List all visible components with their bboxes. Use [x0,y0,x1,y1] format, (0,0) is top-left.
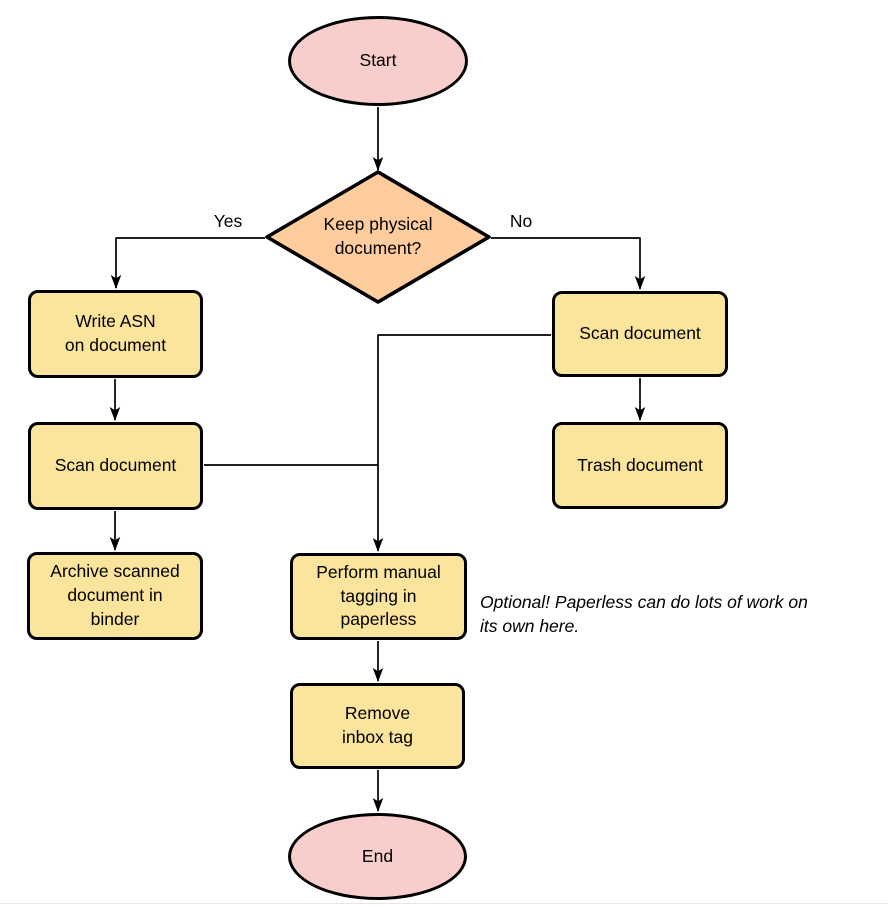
node-manual-tagging: Perform manual tagging in paperless [290,553,467,640]
node-archive-binder: Archive scanned document in binder [27,552,203,640]
node-remove-inbox-tag: Remove inbox tag [290,683,465,769]
start-node: Start [288,16,468,106]
edge-decision-yes [110,237,265,289]
edge-label-yes: Yes [213,211,243,231]
annotation-optional-note: Optional! Paperless can do lots of work … [480,592,808,637]
edge-label-no: No [509,211,533,231]
node-scan-document-left: Scan document [28,422,203,510]
end-node: End [288,813,467,900]
decision-keep-physical-shape [265,170,491,304]
decision-keep-physical-label: Keep physical document? [323,214,433,258]
edge-scanright-to-tagging [372,334,551,552]
node-scan-document-right: Scan document [552,291,728,377]
node-trash-document: Trash document [552,422,728,509]
page-boundary-line [0,903,888,904]
edge-decision-no [491,237,646,290]
node-write-asn: Write ASN on document [28,290,203,378]
